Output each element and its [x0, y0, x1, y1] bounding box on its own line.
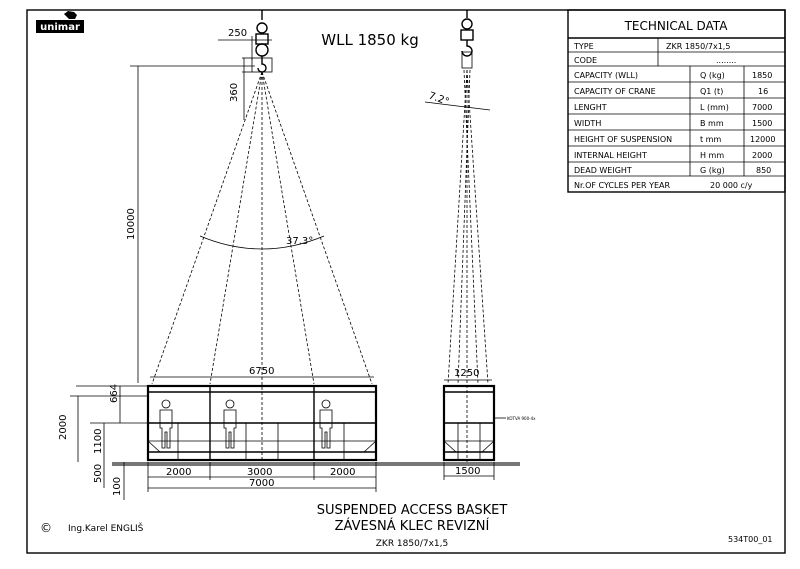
- copyright-symbol: ©: [40, 521, 52, 535]
- row-unit: B mm: [700, 119, 724, 128]
- author-name: Ing.Karel ENGLIŠ: [68, 522, 144, 534]
- dim-bottom-7000: 7000: [249, 478, 274, 489]
- dim-10000: 10000: [126, 208, 137, 240]
- angle-7-2: 7.2°: [427, 90, 450, 107]
- row-unit: t mm: [700, 135, 721, 144]
- dim-100: 100: [112, 477, 123, 496]
- anchor-note: KOTVA 900-4x: [507, 416, 536, 421]
- side-view: 7.2° 1250 KOTVA 900-4x 1500: [400, 10, 536, 480]
- row-label: WIDTH: [574, 119, 601, 128]
- row-value: 2000: [752, 151, 772, 160]
- tech-row-suspension: HEIGHT OF SUSPENSION t mm 12000: [574, 135, 775, 144]
- logo-text: unimar: [40, 22, 80, 33]
- dim-360: 360: [229, 83, 240, 102]
- row-label: CAPACITY (WLL): [574, 71, 638, 80]
- tech-row-dead-weight: DEAD WEIGHT G (kg) 850: [574, 166, 771, 175]
- row-value: 850: [756, 166, 771, 175]
- crane-hook-side: [460, 10, 474, 69]
- tech-data-title: TECHNICAL DATA: [624, 19, 729, 33]
- caption-line1: SUSPENDED ACCESS BASKET: [317, 503, 508, 518]
- tech-row-length: LENGHT L (mm) 7000: [574, 103, 772, 112]
- code-label: CODE: [574, 56, 597, 65]
- row-value: 7000: [752, 103, 772, 112]
- dim-250: 250: [228, 28, 247, 39]
- wll-title: WLL 1850 kg: [321, 31, 418, 49]
- type-label: TYPE: [573, 42, 594, 51]
- technical-data-table: TECHNICAL DATA TYPE ZKR 1850/7x1,5 CODE …: [567, 9, 786, 193]
- dim-bottom-2000-b: 2000: [330, 467, 355, 478]
- person-figure-1: [159, 399, 173, 449]
- person-figure-3: [319, 399, 333, 449]
- row-value: 16: [758, 87, 768, 96]
- tech-row-width: WIDTH B mm 1500: [574, 119, 772, 128]
- tech-row-crane: CAPACITY OF CRANE Q1 (t) 16: [574, 87, 768, 96]
- dim-1100: 1100: [93, 429, 104, 454]
- dim-bottom-3000: 3000: [247, 467, 272, 478]
- row-value: 12000: [750, 135, 775, 144]
- ground-side: [400, 462, 520, 466]
- caption-line2: ZÁVESNÁ KLEC REVIZNÍ: [335, 518, 490, 534]
- caption-type: ZKR 1850/7x1,5: [376, 539, 448, 549]
- dim-1250: 1250: [454, 368, 479, 379]
- row-value: 1500: [752, 119, 772, 128]
- crane-hook-front: [251, 10, 273, 73]
- dim-1500: 1500: [455, 466, 480, 477]
- row-value: 1850: [752, 71, 772, 80]
- row-label: Nr.OF CYCLES PER YEAR: [574, 181, 671, 190]
- row-label: INTERNAL HEIGHT: [574, 151, 647, 160]
- dim-2000-height: 2000: [58, 415, 69, 440]
- row-label: CAPACITY OF CRANE: [574, 87, 656, 96]
- row-unit: Q (kg): [700, 71, 725, 80]
- dim-664: 664: [109, 384, 120, 403]
- tech-row-cycles: Nr.OF CYCLES PER YEAR 20 000 c/y: [574, 181, 753, 190]
- row-unit: Q1 (t): [700, 87, 723, 96]
- sheet-frame: [26, 9, 786, 554]
- tech-row-capacity: CAPACITY (WLL) Q (kg) 1850: [574, 71, 772, 80]
- front-view: 250 360 10000 37.3° 6750: [58, 10, 402, 500]
- drawing-number: 534T00_01: [728, 535, 773, 544]
- unimar-logo: unimar: [36, 11, 84, 33]
- row-unit: L (mm): [700, 103, 729, 112]
- person-figure-2: [223, 399, 237, 449]
- row-value: 20 000 c/y: [710, 181, 753, 190]
- dim-bottom-2000-a: 2000: [166, 467, 191, 478]
- type-value: ZKR 1850/7x1,5: [666, 42, 730, 51]
- dim-6750: 6750: [249, 366, 274, 377]
- row-unit: G (kg): [700, 166, 725, 175]
- row-label: DEAD WEIGHT: [574, 166, 632, 175]
- code-value: ........: [716, 56, 736, 65]
- angle-37-3: 37.3°: [286, 236, 313, 247]
- ground-front: [112, 462, 402, 466]
- row-label: HEIGHT OF SUSPENSION: [574, 135, 672, 144]
- row-unit: H mm: [700, 151, 724, 160]
- row-label: LENGHT: [574, 103, 607, 112]
- tech-row-internal-height: INTERNAL HEIGHT H mm 2000: [574, 151, 772, 160]
- dim-500: 500: [93, 464, 104, 483]
